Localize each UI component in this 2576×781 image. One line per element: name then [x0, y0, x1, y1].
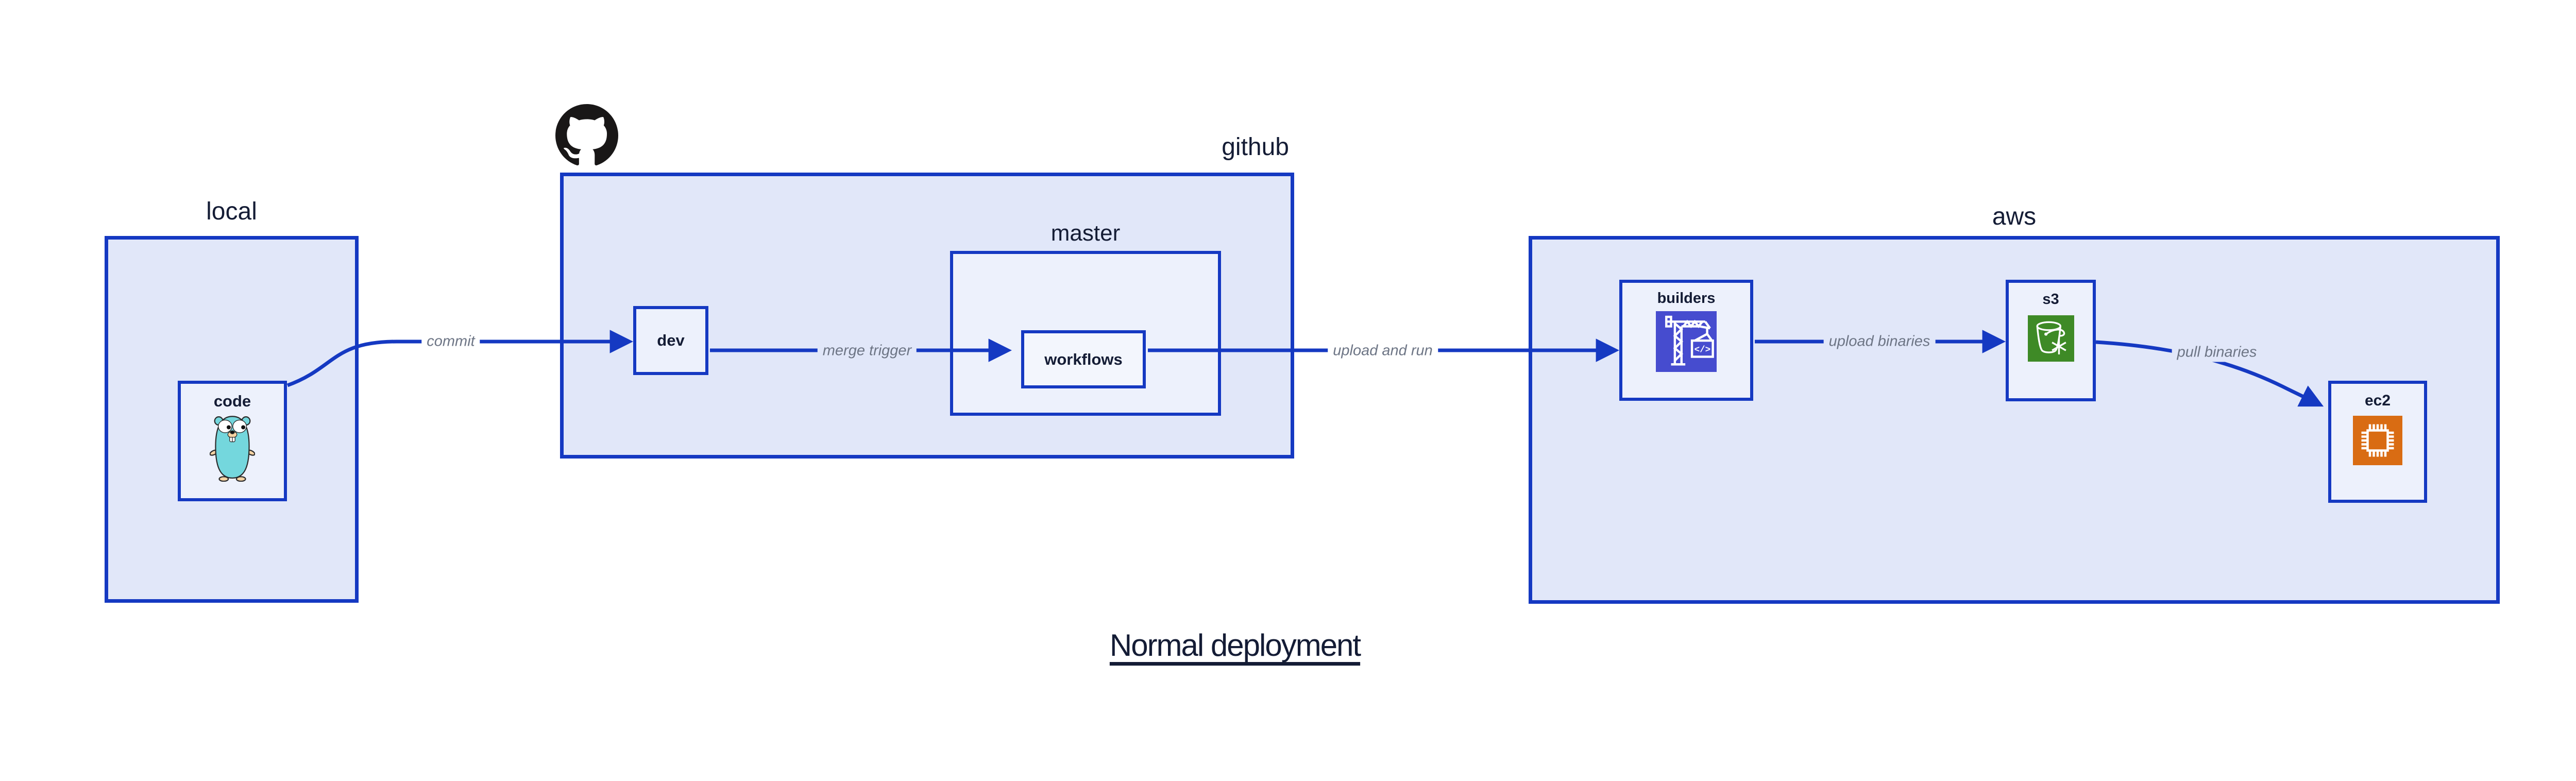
ec2-node: ec2 — [2328, 381, 2427, 503]
commit-edge-label: commit — [421, 332, 480, 351]
ec2-node-label: ec2 — [2364, 392, 2391, 409]
pull-binaries-edge-label: pull binaries — [2172, 343, 2262, 362]
aws-codebuild-icon: </> — [1656, 311, 1717, 372]
aws-group-label: aws — [1992, 203, 2037, 230]
s3-node-label: s3 — [2042, 291, 2059, 308]
workflows-node: workflows — [1021, 330, 1146, 388]
code-node: code — [178, 381, 287, 501]
builders-node-label: builders — [1657, 290, 1716, 307]
go-gopher-icon — [210, 416, 255, 482]
s3-node: s3 — [2006, 280, 2096, 401]
upload-binaries-edge-label: upload binaries — [1823, 332, 1936, 351]
local-group-label: local — [206, 198, 257, 225]
diagram-title: Normal deployment — [1109, 628, 1361, 663]
builders-node: builders — [1619, 280, 1753, 401]
github-octocat-icon — [555, 104, 618, 165]
dev-node: dev — [633, 306, 708, 375]
master-group-label: master — [1050, 220, 1121, 246]
codebuild-code-glyph: </> — [1694, 345, 1711, 355]
diagram-title-wrap: Normal deployment — [977, 627, 1493, 663]
merge-trigger-edge-label: merge trigger — [817, 341, 917, 361]
upload-and-run-edge-label: upload and run — [1328, 341, 1438, 361]
aws-s3-glacier-bucket-icon — [2027, 315, 2074, 362]
aws-ec2-chip-icon — [2353, 416, 2402, 465]
code-node-label: code — [213, 392, 251, 410]
dev-node-label: dev — [657, 331, 685, 349]
github-group-label: github — [1222, 133, 1289, 161]
workflows-node-label: workflows — [1044, 350, 1123, 368]
